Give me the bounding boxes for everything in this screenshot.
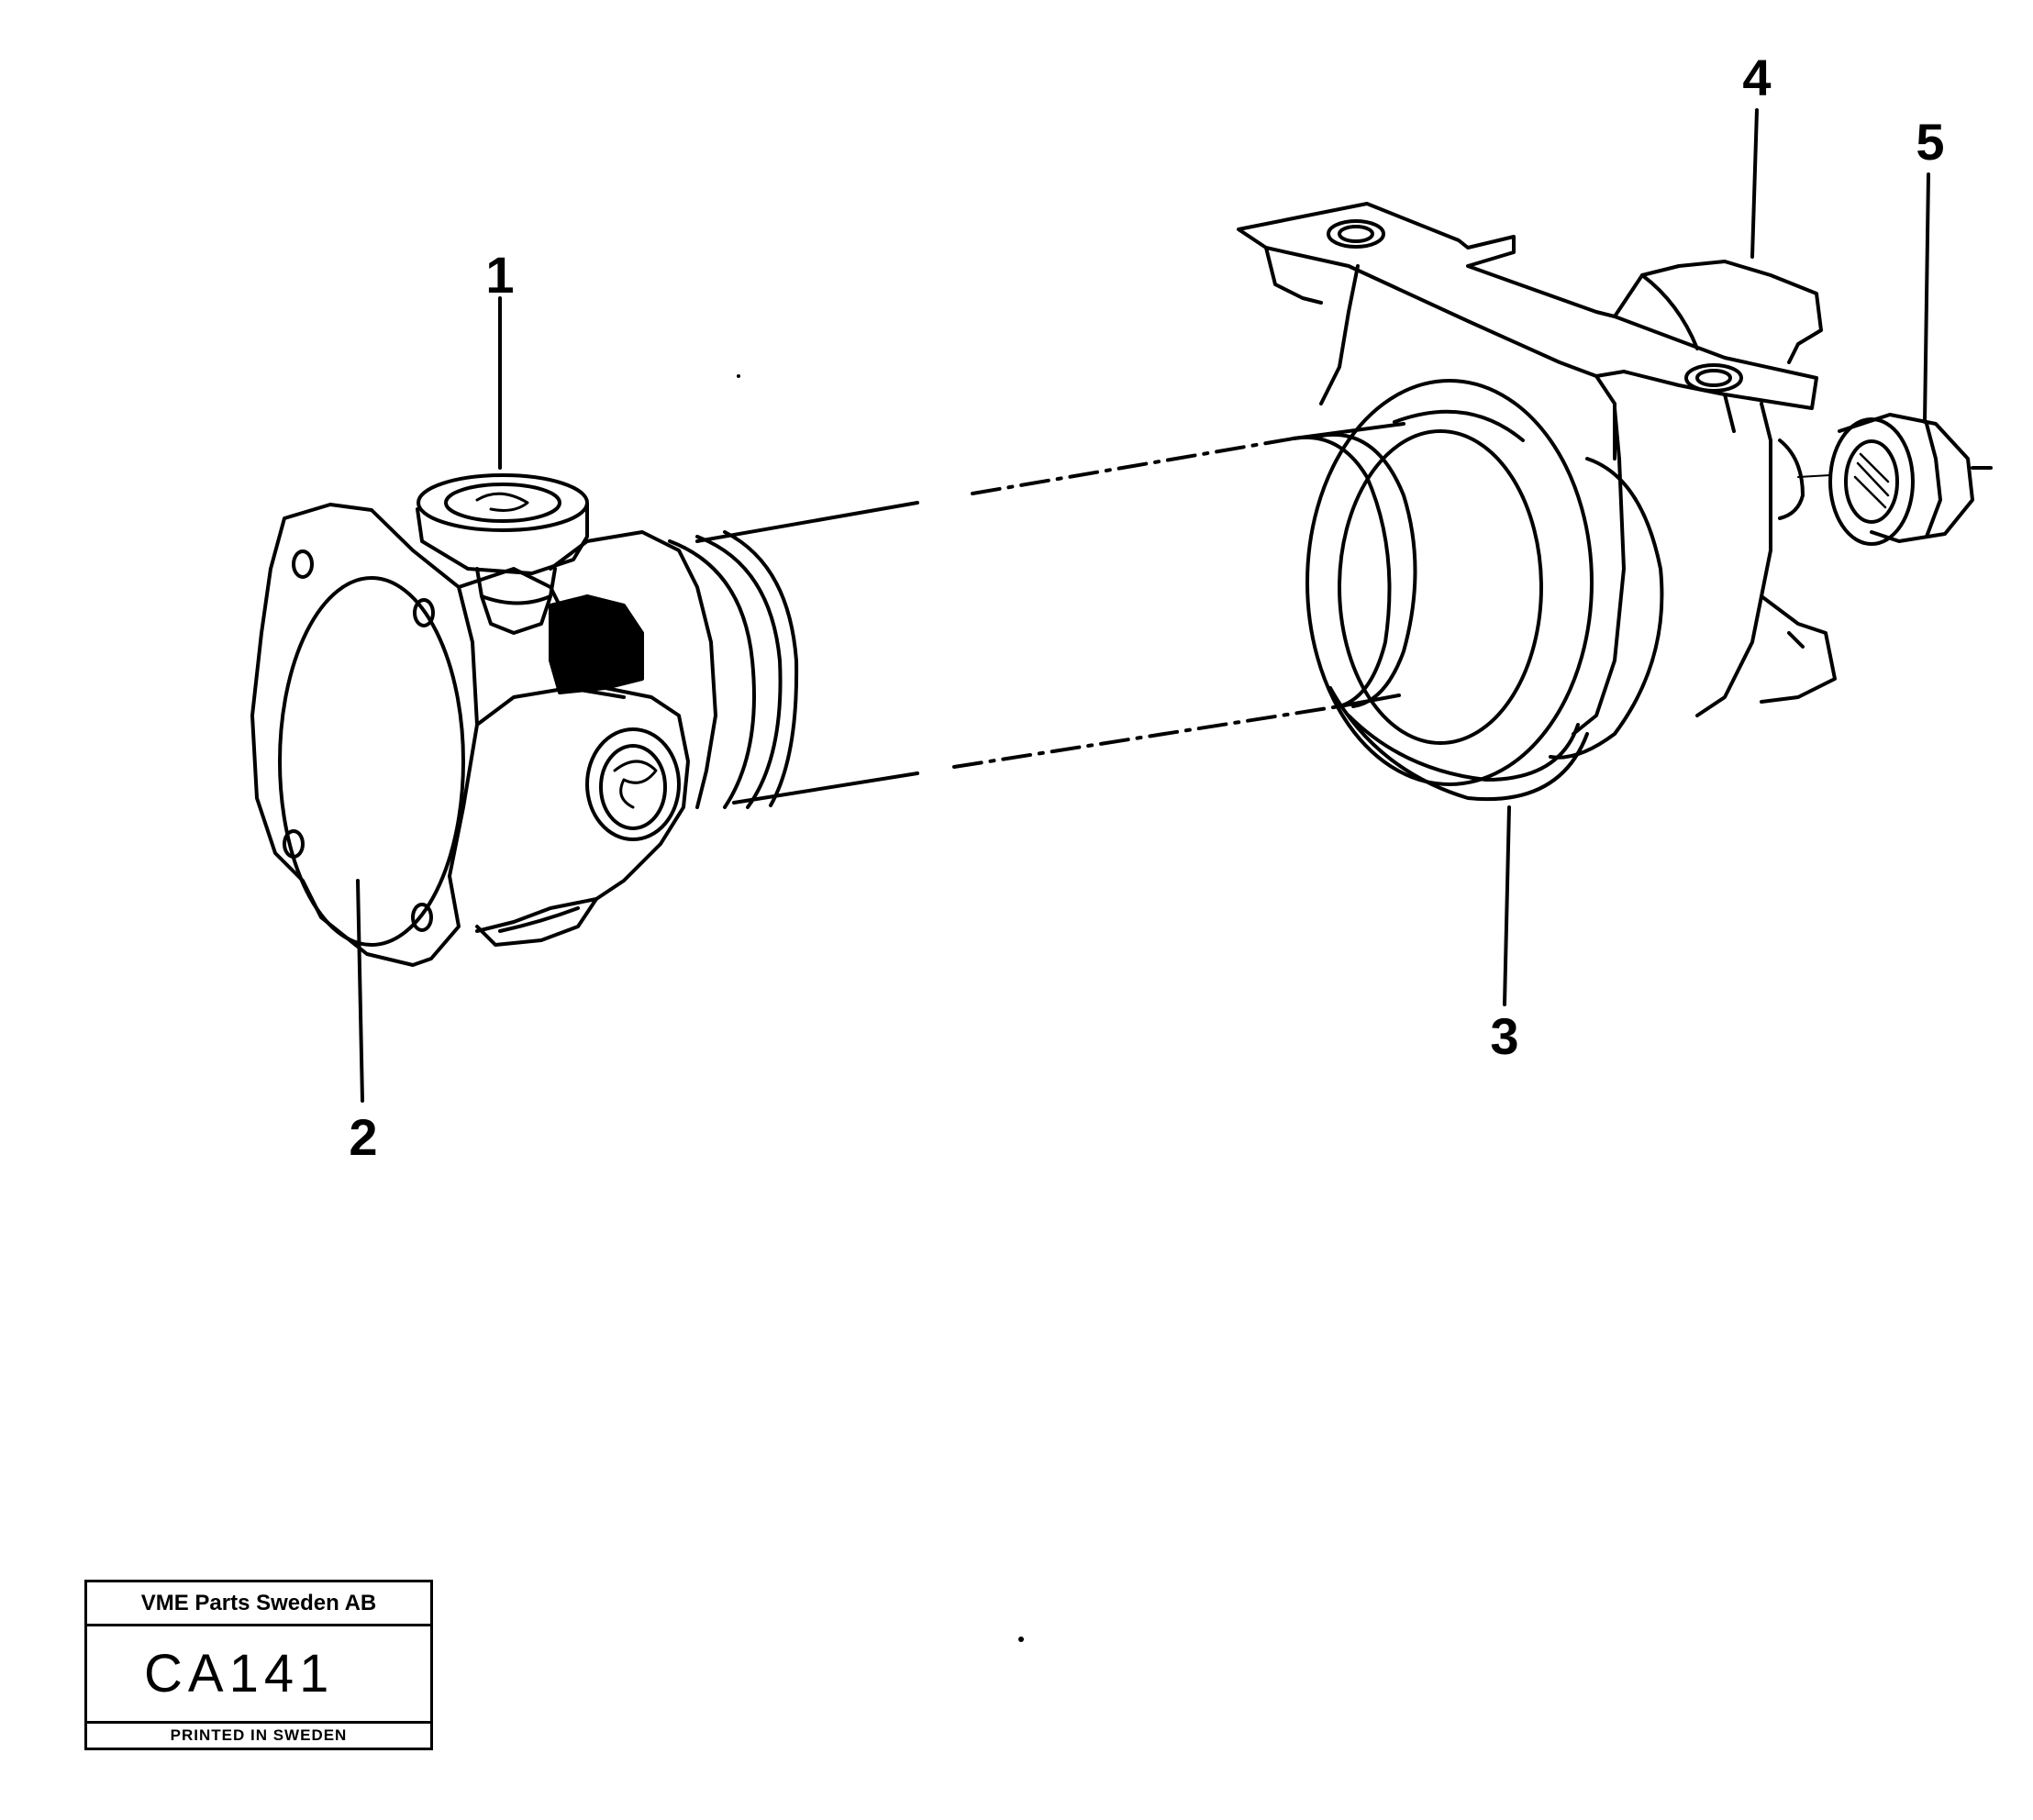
printed-in-note: PRINTED IN SWEDEN: [170, 1726, 348, 1744]
leader-lines: [356, 108, 1930, 1103]
bearing-bracket: [1237, 202, 1837, 736]
company-name: VME Parts Sweden AB: [87, 1582, 430, 1626]
callout-5: 5: [1916, 113, 1945, 171]
center-bearing: [1292, 379, 1664, 802]
shaft-tube: [695, 422, 1405, 805]
callout-2: 2: [349, 1108, 378, 1166]
callout-3: 3: [1490, 1007, 1519, 1065]
callout-4: 4: [1742, 49, 1772, 106]
callout-1: 1: [485, 246, 515, 304]
drawing-code: CA141: [87, 1626, 430, 1724]
universal-joint: [416, 473, 799, 841]
lock-nut: [1797, 413, 1993, 546]
title-block: VME Parts Sweden AB CA141 PRINTED IN SWE…: [84, 1580, 433, 1750]
flange-yoke: [250, 503, 690, 967]
